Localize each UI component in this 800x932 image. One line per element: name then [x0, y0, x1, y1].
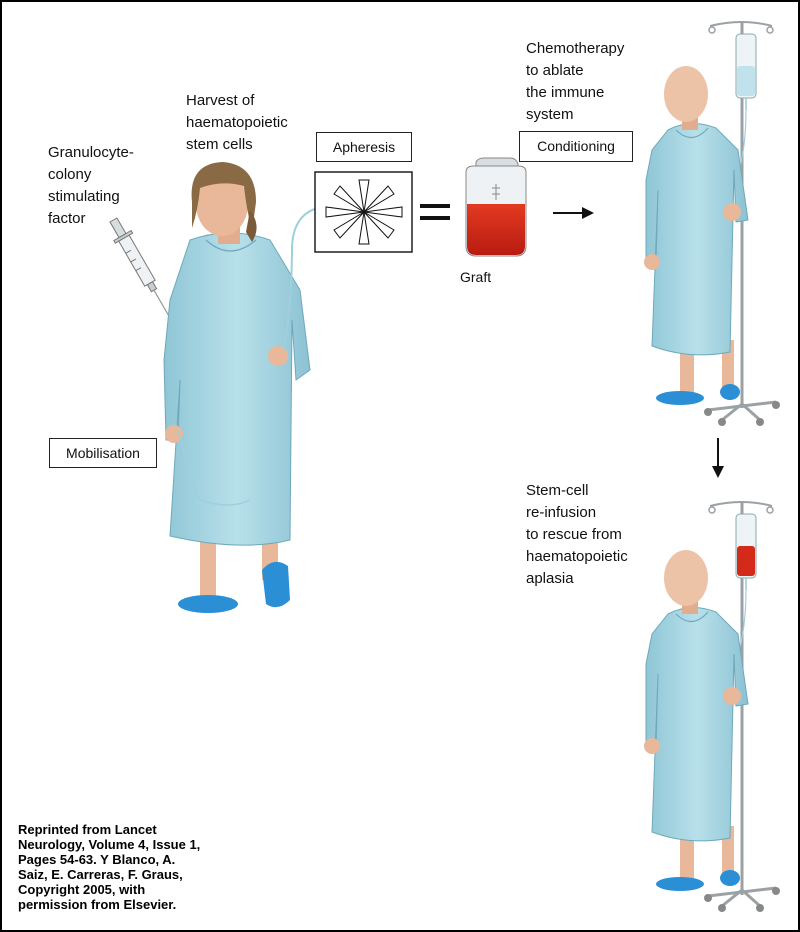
donor-line — [283, 205, 331, 351]
label-reinfusion: Stem-cell re-infusion to rescue from hae… — [526, 482, 628, 587]
label-chemotherapy: Chemotherapy to ablate the immune system — [526, 40, 625, 123]
syringe-icon — [109, 217, 179, 333]
patient-reinfusion — [644, 501, 780, 912]
patient-conditioning — [644, 21, 780, 426]
apheresis-machine-icon — [314, 171, 413, 253]
label-gcsf: Granulocyte- colony stimulating factor — [48, 144, 134, 227]
arrow-down-icon — [712, 438, 724, 478]
donor-gown — [163, 232, 311, 546]
donor-figure — [163, 162, 331, 613]
equals-icon — [420, 204, 450, 220]
slipper-left — [178, 595, 238, 613]
iv-stand-icon — [699, 21, 780, 426]
label-harvest: Harvest of haematopoietic stem cells — [186, 92, 288, 153]
credit-text: Reprinted from Lancet Neurology, Volume … — [18, 822, 201, 912]
box-conditioning: Conditioning — [519, 131, 633, 162]
label-graft: Graft — [460, 269, 492, 285]
box-mobilisation: Mobilisation — [49, 438, 157, 468]
arrow-right-icon — [553, 207, 594, 219]
box-apheresis: Apheresis — [316, 132, 412, 162]
slipper-right — [262, 561, 290, 608]
blood-bag-icon — [465, 157, 527, 257]
